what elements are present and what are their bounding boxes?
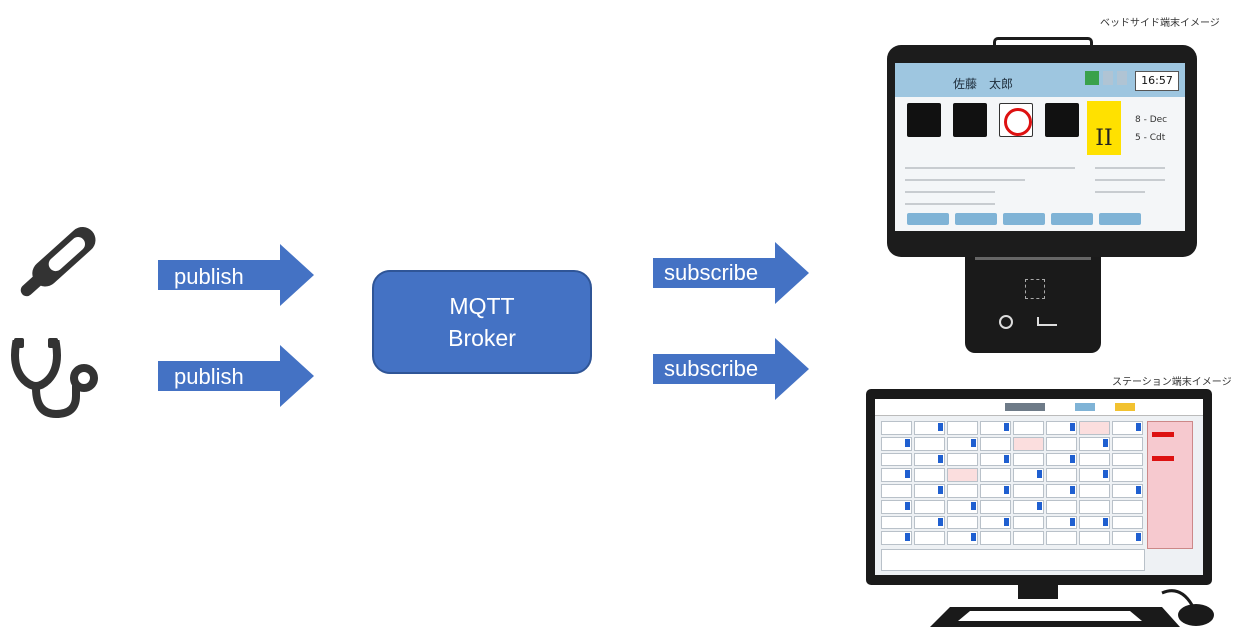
stethoscope-icon bbox=[11, 338, 98, 419]
broker-title-line1: MQTT bbox=[449, 293, 515, 319]
bed-icon bbox=[1037, 317, 1057, 326]
patient-status-icon-2 bbox=[953, 103, 987, 137]
subscribe-arrow-1 bbox=[653, 242, 809, 304]
tablet-button-1[interactable] bbox=[907, 213, 949, 225]
publish-arrow-1 bbox=[158, 244, 314, 306]
clock-display: 16:57 bbox=[1135, 71, 1179, 91]
alert-side-panel bbox=[1147, 421, 1193, 549]
station-summary-row bbox=[881, 549, 1145, 571]
power-icon bbox=[999, 315, 1013, 329]
tablet-button-5[interactable] bbox=[1099, 213, 1141, 225]
publish-arrow-2 bbox=[158, 345, 314, 407]
publish-label-1: publish bbox=[174, 264, 244, 289]
patient-status-icon-4 bbox=[1045, 103, 1079, 137]
subscribe-arrow-2 bbox=[653, 338, 809, 400]
monitor-stand bbox=[930, 585, 1214, 627]
tablet-screen: 佐藤 太郎 16:57 II 8 - Dec 5 - Cdt bbox=[895, 63, 1185, 231]
tablet-header: 佐藤 太郎 16:57 bbox=[895, 63, 1185, 97]
tablet-stand-base bbox=[965, 245, 1101, 353]
station-screen bbox=[875, 399, 1203, 575]
tablet-button-2[interactable] bbox=[955, 213, 997, 225]
bed-status-grid bbox=[881, 421, 1143, 545]
bedside-caption: ベッドサイド端末イメージ bbox=[1100, 18, 1220, 29]
patient-name: 佐藤 太郎 bbox=[953, 77, 1014, 91]
station-monitor bbox=[866, 389, 1212, 585]
no-food-icon bbox=[999, 103, 1033, 137]
tablet-button-4[interactable] bbox=[1051, 213, 1093, 225]
ward-info-2: 5 - Cdt bbox=[1135, 133, 1166, 143]
station-caption: ステーション端末イメージ bbox=[1112, 377, 1232, 388]
patient-status-icon-1 bbox=[907, 103, 941, 137]
bedside-tablet: 佐藤 太郎 16:57 II 8 - Dec 5 - Cdt bbox=[887, 45, 1197, 257]
ward-info-1: 8 - Dec bbox=[1135, 115, 1168, 125]
subscribe-label-1: subscribe bbox=[664, 260, 759, 285]
mqtt-broker-box: MQTT Broker bbox=[372, 270, 592, 374]
subscribe-label-2: subscribe bbox=[664, 356, 759, 381]
thermometer-icon bbox=[20, 227, 96, 297]
tablet-button-3[interactable] bbox=[1003, 213, 1045, 225]
warning-level-badge: II bbox=[1087, 101, 1121, 155]
publish-label-2: publish bbox=[174, 364, 244, 389]
scan-frame-icon bbox=[1025, 279, 1045, 299]
broker-title-line2: Broker bbox=[448, 325, 516, 351]
